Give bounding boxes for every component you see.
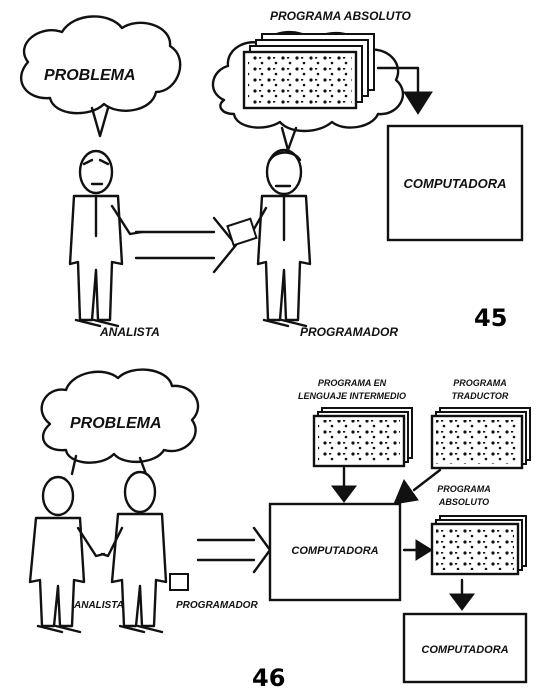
translator-label-line1: PROGRAMA <box>453 378 507 388</box>
analyst-figure-46 <box>28 475 106 634</box>
handoff-arrow <box>196 526 272 574</box>
intermediate-to-computer-arrow <box>331 466 357 503</box>
translator-program-deck <box>430 407 531 470</box>
translator-program-label: PROGRAMA TRADUCTOR <box>452 378 509 401</box>
intermediate-label-line1: PROGRAMA EN <box>318 378 387 388</box>
programmer-label: PROGRAMADOR <box>300 325 398 339</box>
absolute-label-line2: ABSOLUTO <box>438 497 489 507</box>
computer-box-center: COMPUTADORA <box>268 502 402 602</box>
analyst-thought-bubble: PROBLEMA <box>20 15 182 138</box>
absolute-program-deck <box>242 33 375 110</box>
analyst-label: ANALISTA <box>73 600 124 611</box>
computer-label: COMPUTADORA <box>403 176 506 191</box>
computer-bottom-label: COMPUTADORA <box>421 644 508 656</box>
absolute-label-line1: PROGRAMA <box>437 484 491 494</box>
shared-thought-bubble: PROBLEMA <box>40 368 200 476</box>
computer-box-45: COMPUTADORA <box>386 124 524 242</box>
figure-46: PROBLEMA ANALISTA PROGRAMADOR PROGRAMA E… <box>28 368 531 692</box>
absolute-to-computer-arrow <box>449 578 475 611</box>
absolute-program-deck <box>430 515 527 576</box>
intermediate-program-deck <box>312 407 413 468</box>
analyst-figure-45 <box>68 149 144 328</box>
handoff-arrow <box>134 216 238 274</box>
figure-45: PROBLEMA PROGRAMA ABSOLUTO COMPUTADORA <box>20 9 524 339</box>
thought-bubble-text: PROBLEMA <box>44 67 136 84</box>
absolute-program-label: PROGRAMA ABSOLUTO <box>437 484 491 507</box>
translator-to-computer-arrow <box>393 468 442 505</box>
figure-number: 46 <box>252 664 285 692</box>
computer-box-bottom: COMPUTADORA <box>402 612 528 684</box>
deck-to-computer-arrow <box>376 66 433 115</box>
intermediate-label-line2: LENGUAJE INTERMEDIO <box>298 391 406 401</box>
intermediate-program-label: PROGRAMA EN LENGUAJE INTERMEDIO <box>298 378 406 401</box>
program-title: PROGRAMA ABSOLUTO <box>270 9 412 23</box>
computer-center-label: COMPUTADORA <box>291 545 378 557</box>
computer-to-absolute-arrow <box>402 539 433 561</box>
programmer-figure-45 <box>226 148 312 328</box>
thought-bubble-text: PROBLEMA <box>70 415 162 432</box>
translator-label-line2: TRADUCTOR <box>452 391 509 401</box>
programmer-figure-46 <box>100 470 189 634</box>
figure-number: 45 <box>474 304 507 332</box>
programmer-label: PROGRAMADOR <box>176 600 258 611</box>
analyst-label: ANALISTA <box>99 325 160 339</box>
